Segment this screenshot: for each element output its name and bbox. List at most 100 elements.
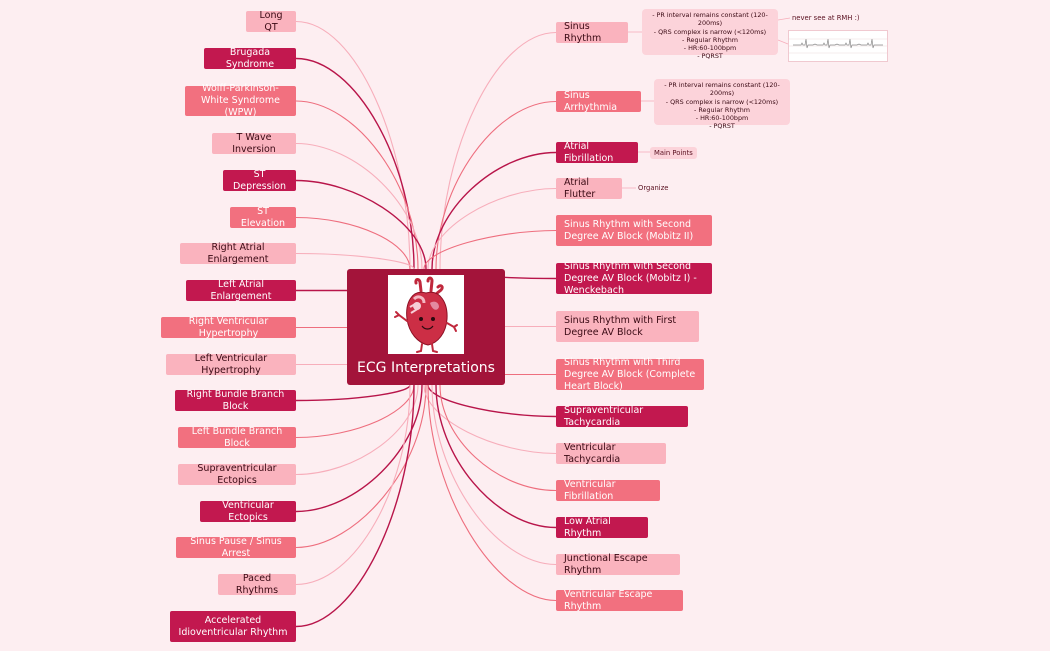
left-topic-11[interactable]: Left Bundle Branch Block [178, 425, 296, 449]
topic-label: Sinus Arrhythmia [564, 89, 618, 113]
right-topic-9[interactable]: Ventricular Tachycardia [556, 442, 666, 465]
ecg-strip-image[interactable] [788, 30, 888, 62]
organize-tag[interactable]: Organize [638, 184, 669, 192]
heart-illustration [388, 275, 464, 354]
right-topic-11[interactable]: Low Atrial Rhythm [556, 515, 648, 539]
left-topic-13[interactable]: Ventricular Ectopics [200, 499, 296, 523]
note-line: - PQRST [697, 52, 723, 61]
topic-label: Atrial Fibrillation [564, 140, 614, 164]
left-topic-7[interactable]: Left Atrial Enlargement [186, 278, 296, 302]
note-line: - PR interval remains constant (120-200m… [652, 11, 768, 28]
topic-label: Ventricular Escape Rhythm [564, 588, 653, 612]
topic-label: Long QT [259, 9, 283, 33]
topic-label: Junctional Escape Rhythm [564, 552, 648, 576]
left-topic-4[interactable]: ST Depression [223, 168, 296, 192]
topic-label: Supraventricular Ectopics [197, 462, 277, 486]
right-topic-3[interactable]: Atrial Flutter [556, 176, 622, 200]
left-topic-6[interactable]: Right Atrial Enlargement [180, 241, 296, 265]
connector-line [295, 384, 411, 586]
note-line: - HR:60-100bpm [695, 114, 749, 123]
topic-label: Sinus Rhythm with Second Degree AV Block… [564, 260, 697, 296]
right-topic-0[interactable]: Sinus Rhythm [556, 20, 628, 44]
connector-line [435, 100, 557, 270]
connector-line [439, 31, 557, 270]
topic-label: Sinus Rhythm with Second Degree AV Block… [564, 218, 694, 242]
right-topic-7[interactable]: Sinus Rhythm with Third Degree AV Block … [556, 356, 704, 392]
right-topic-2[interactable]: Atrial Fibrillation [556, 140, 638, 164]
topic-label: Ventricular Fibrillation [564, 478, 616, 502]
note-line: - QRS complex is narrow (<120ms) [665, 97, 779, 106]
connector-line [295, 142, 423, 270]
topic-label: Ventricular Ectopics [222, 499, 274, 523]
connector-line [427, 384, 557, 418]
topic-label: Right Atrial Enlargement [207, 241, 269, 265]
connector-line [439, 384, 557, 492]
connector-line [423, 384, 557, 455]
note-line: - Regular Rhythm [694, 105, 750, 114]
left-topic-12[interactable]: Supraventricular Ectopics [178, 462, 296, 486]
connector-line [777, 39, 789, 45]
topic-label: Supraventricular Tachycardia [564, 404, 644, 428]
main-points-tag[interactable]: Main Points [650, 147, 697, 159]
note-line: - QRS complex is narrow (<120ms) [653, 27, 767, 36]
connector-line [295, 57, 415, 270]
right-topic-4[interactable]: Sinus Rhythm with Second Degree AV Block… [556, 215, 712, 246]
left-topic-5[interactable]: ST Elevation [230, 205, 296, 229]
connector-line [295, 384, 427, 549]
right-topic-8[interactable]: Supraventricular Tachycardia [556, 404, 688, 428]
connector-line [295, 100, 419, 270]
topic-label: Sinus Rhythm [564, 20, 602, 44]
sinus-arrhythmia-note[interactable]: - PR interval remains constant (120-200m… [654, 79, 790, 130]
connector-line [295, 384, 419, 476]
connector-line [295, 216, 411, 270]
topic-label: Accelerated Idioventricular Rhythm [178, 614, 288, 638]
left-topic-8[interactable]: Right Ventricular Hypertrophy [161, 316, 296, 339]
right-topic-5[interactable]: Sinus Rhythm with Second Degree AV Block… [556, 260, 712, 296]
topic-label: Low Atrial Rhythm [564, 515, 611, 539]
topic-label: Wolff-Parkinson-White Syndrome (WPW) [201, 83, 280, 118]
left-topic-10[interactable]: Right Bundle Branch Block [175, 389, 296, 412]
right-topic-6[interactable]: Sinus Rhythm with First Degree AV Block [556, 311, 699, 342]
connector-line [423, 229, 557, 270]
left-topic-14[interactable]: Sinus Pause / Sinus Arrest [176, 536, 296, 559]
connector-line [295, 252, 415, 270]
connector-line [295, 384, 423, 513]
topic-label: Left Atrial Enlargement [210, 278, 272, 302]
topic-label: Left Ventricular Hypertrophy [194, 352, 268, 376]
left-topic-1[interactable]: Brugada Syndrome [204, 46, 296, 70]
topic-label: Sinus Rhythm with First Degree AV Block [564, 314, 677, 338]
never-see-note[interactable]: never see at RMH :) [792, 14, 860, 22]
topic-label: Paced Rhythms [235, 572, 279, 596]
topic-label: Brugada Syndrome [225, 46, 275, 70]
sinus-rhythm-note[interactable]: - PR interval remains constant (120-200m… [642, 9, 778, 60]
topic-label: ST Depression [232, 168, 287, 192]
central-topic-title: ECG Interpretations [357, 360, 495, 376]
connector-line [295, 20, 411, 270]
central-topic[interactable]: ECG Interpretations [347, 269, 505, 385]
left-topic-2[interactable]: Wolff-Parkinson-White Syndrome (WPW) [185, 83, 296, 118]
ecg-waveform-icon [789, 38, 887, 54]
right-topic-10[interactable]: Ventricular Fibrillation [556, 478, 660, 502]
connector-line [295, 384, 415, 628]
left-topic-16[interactable]: Accelerated Idioventricular Rhythm [170, 611, 296, 642]
connector-line [427, 187, 557, 270]
connector-line [427, 384, 557, 602]
topic-label: Sinus Rhythm with Third Degree AV Block … [564, 356, 696, 392]
note-line: - PR interval remains constant (120-200m… [664, 81, 780, 98]
topic-label: Left Bundle Branch Block [191, 425, 283, 449]
left-topic-15[interactable]: Paced Rhythms [218, 572, 296, 596]
topic-label: Atrial Flutter [564, 176, 596, 200]
connector-line [431, 384, 557, 566]
left-topic-3[interactable]: T Wave Inversion [212, 132, 296, 155]
right-topic-13[interactable]: Ventricular Escape Rhythm [556, 588, 683, 612]
connector-line [777, 17, 791, 21]
heart-mascot-icon [394, 276, 458, 353]
right-topic-1[interactable]: Sinus Arrhythmia [556, 89, 641, 113]
left-topic-9[interactable]: Left Ventricular Hypertrophy [166, 352, 296, 376]
topic-label: ST Elevation [240, 205, 286, 229]
left-topic-0[interactable]: Long QT [246, 9, 296, 33]
note-line: - HR:60-100bpm [683, 44, 737, 53]
right-topic-12[interactable]: Junctional Escape Rhythm [556, 552, 680, 576]
